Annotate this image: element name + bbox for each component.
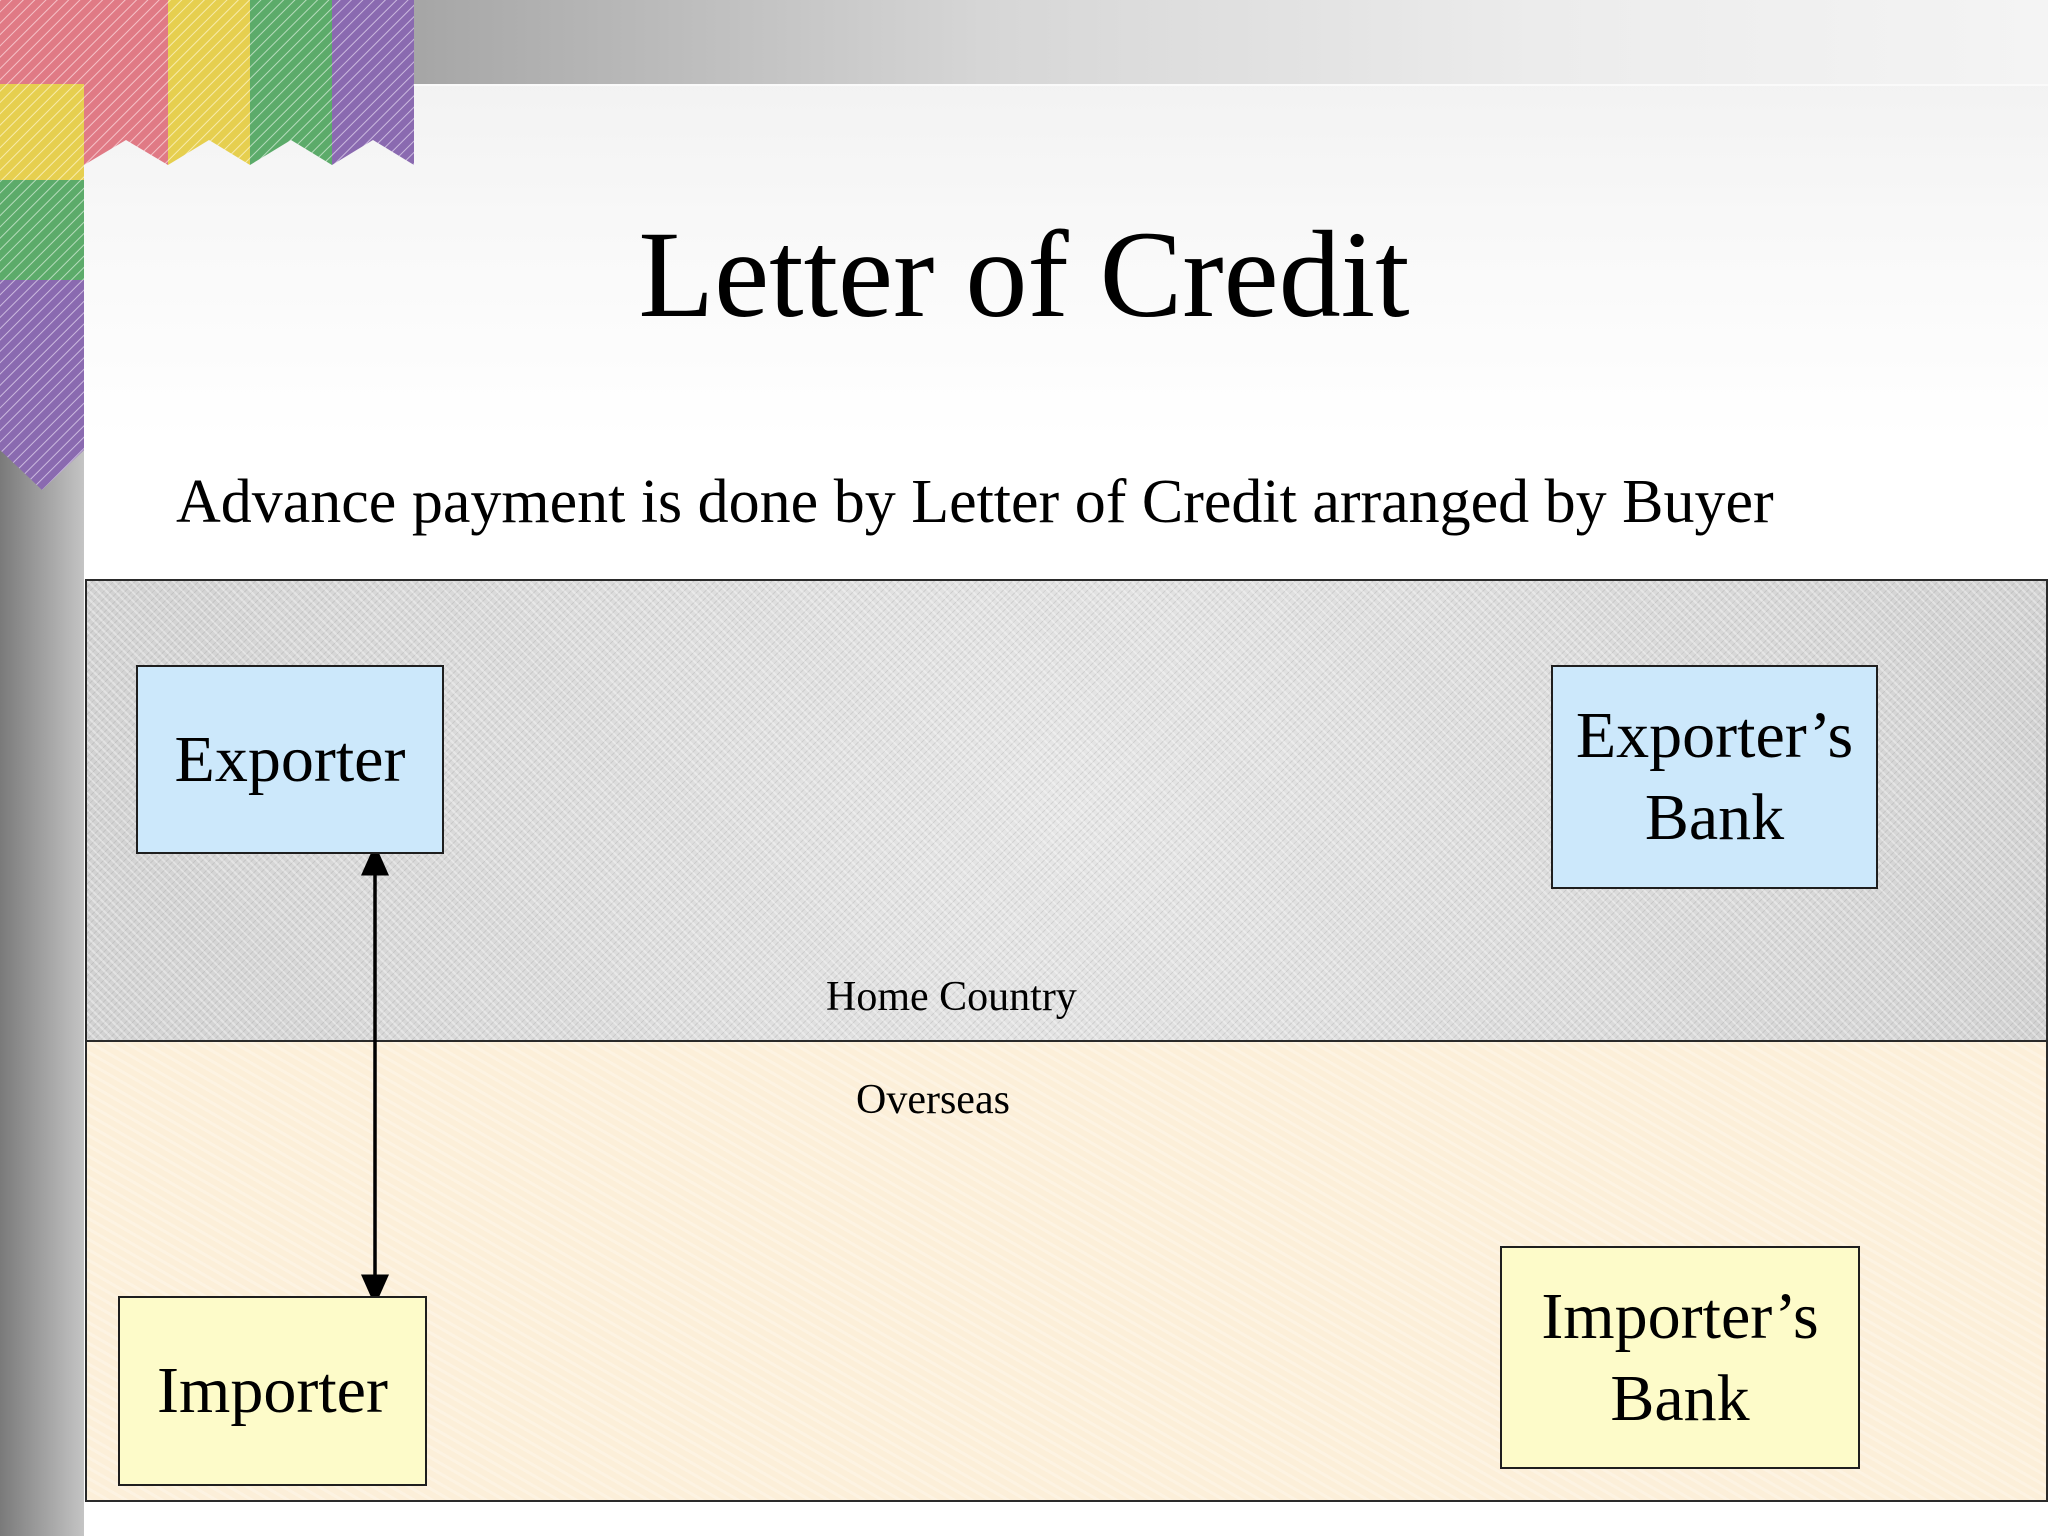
- exporter-label: Exporter: [174, 722, 406, 796]
- importer-box: Importer: [118, 1296, 427, 1486]
- home-country-label: Home Country: [826, 974, 1077, 1020]
- ribbon-purple-top: [332, 0, 414, 165]
- top-bar-edge: [0, 84, 2048, 86]
- exporter-bank-label: Exporter’s Bank: [1575, 699, 1854, 854]
- slide-subtitle: Advance payment is done by Letter of Cre…: [176, 468, 1774, 536]
- importer-bank-box: Importer’s Bank: [1500, 1246, 1860, 1469]
- overseas-label: Overseas: [856, 1077, 1010, 1123]
- exporter-bank-box: Exporter’s Bank: [1551, 665, 1878, 889]
- ribbon-purple: [0, 280, 84, 490]
- exporter-box: Exporter: [136, 665, 444, 854]
- ribbon-green-top: [250, 0, 332, 165]
- importer-bank-label: Importer’s Bank: [1541, 1279, 1819, 1435]
- corner-ribbons-decoration: [0, 0, 414, 490]
- ribbon-yellow-top: [168, 0, 250, 165]
- slide-title: Letter of Credit: [638, 206, 1410, 343]
- ribbon-pink-top: [84, 0, 168, 165]
- importer-label: Importer: [157, 1354, 388, 1427]
